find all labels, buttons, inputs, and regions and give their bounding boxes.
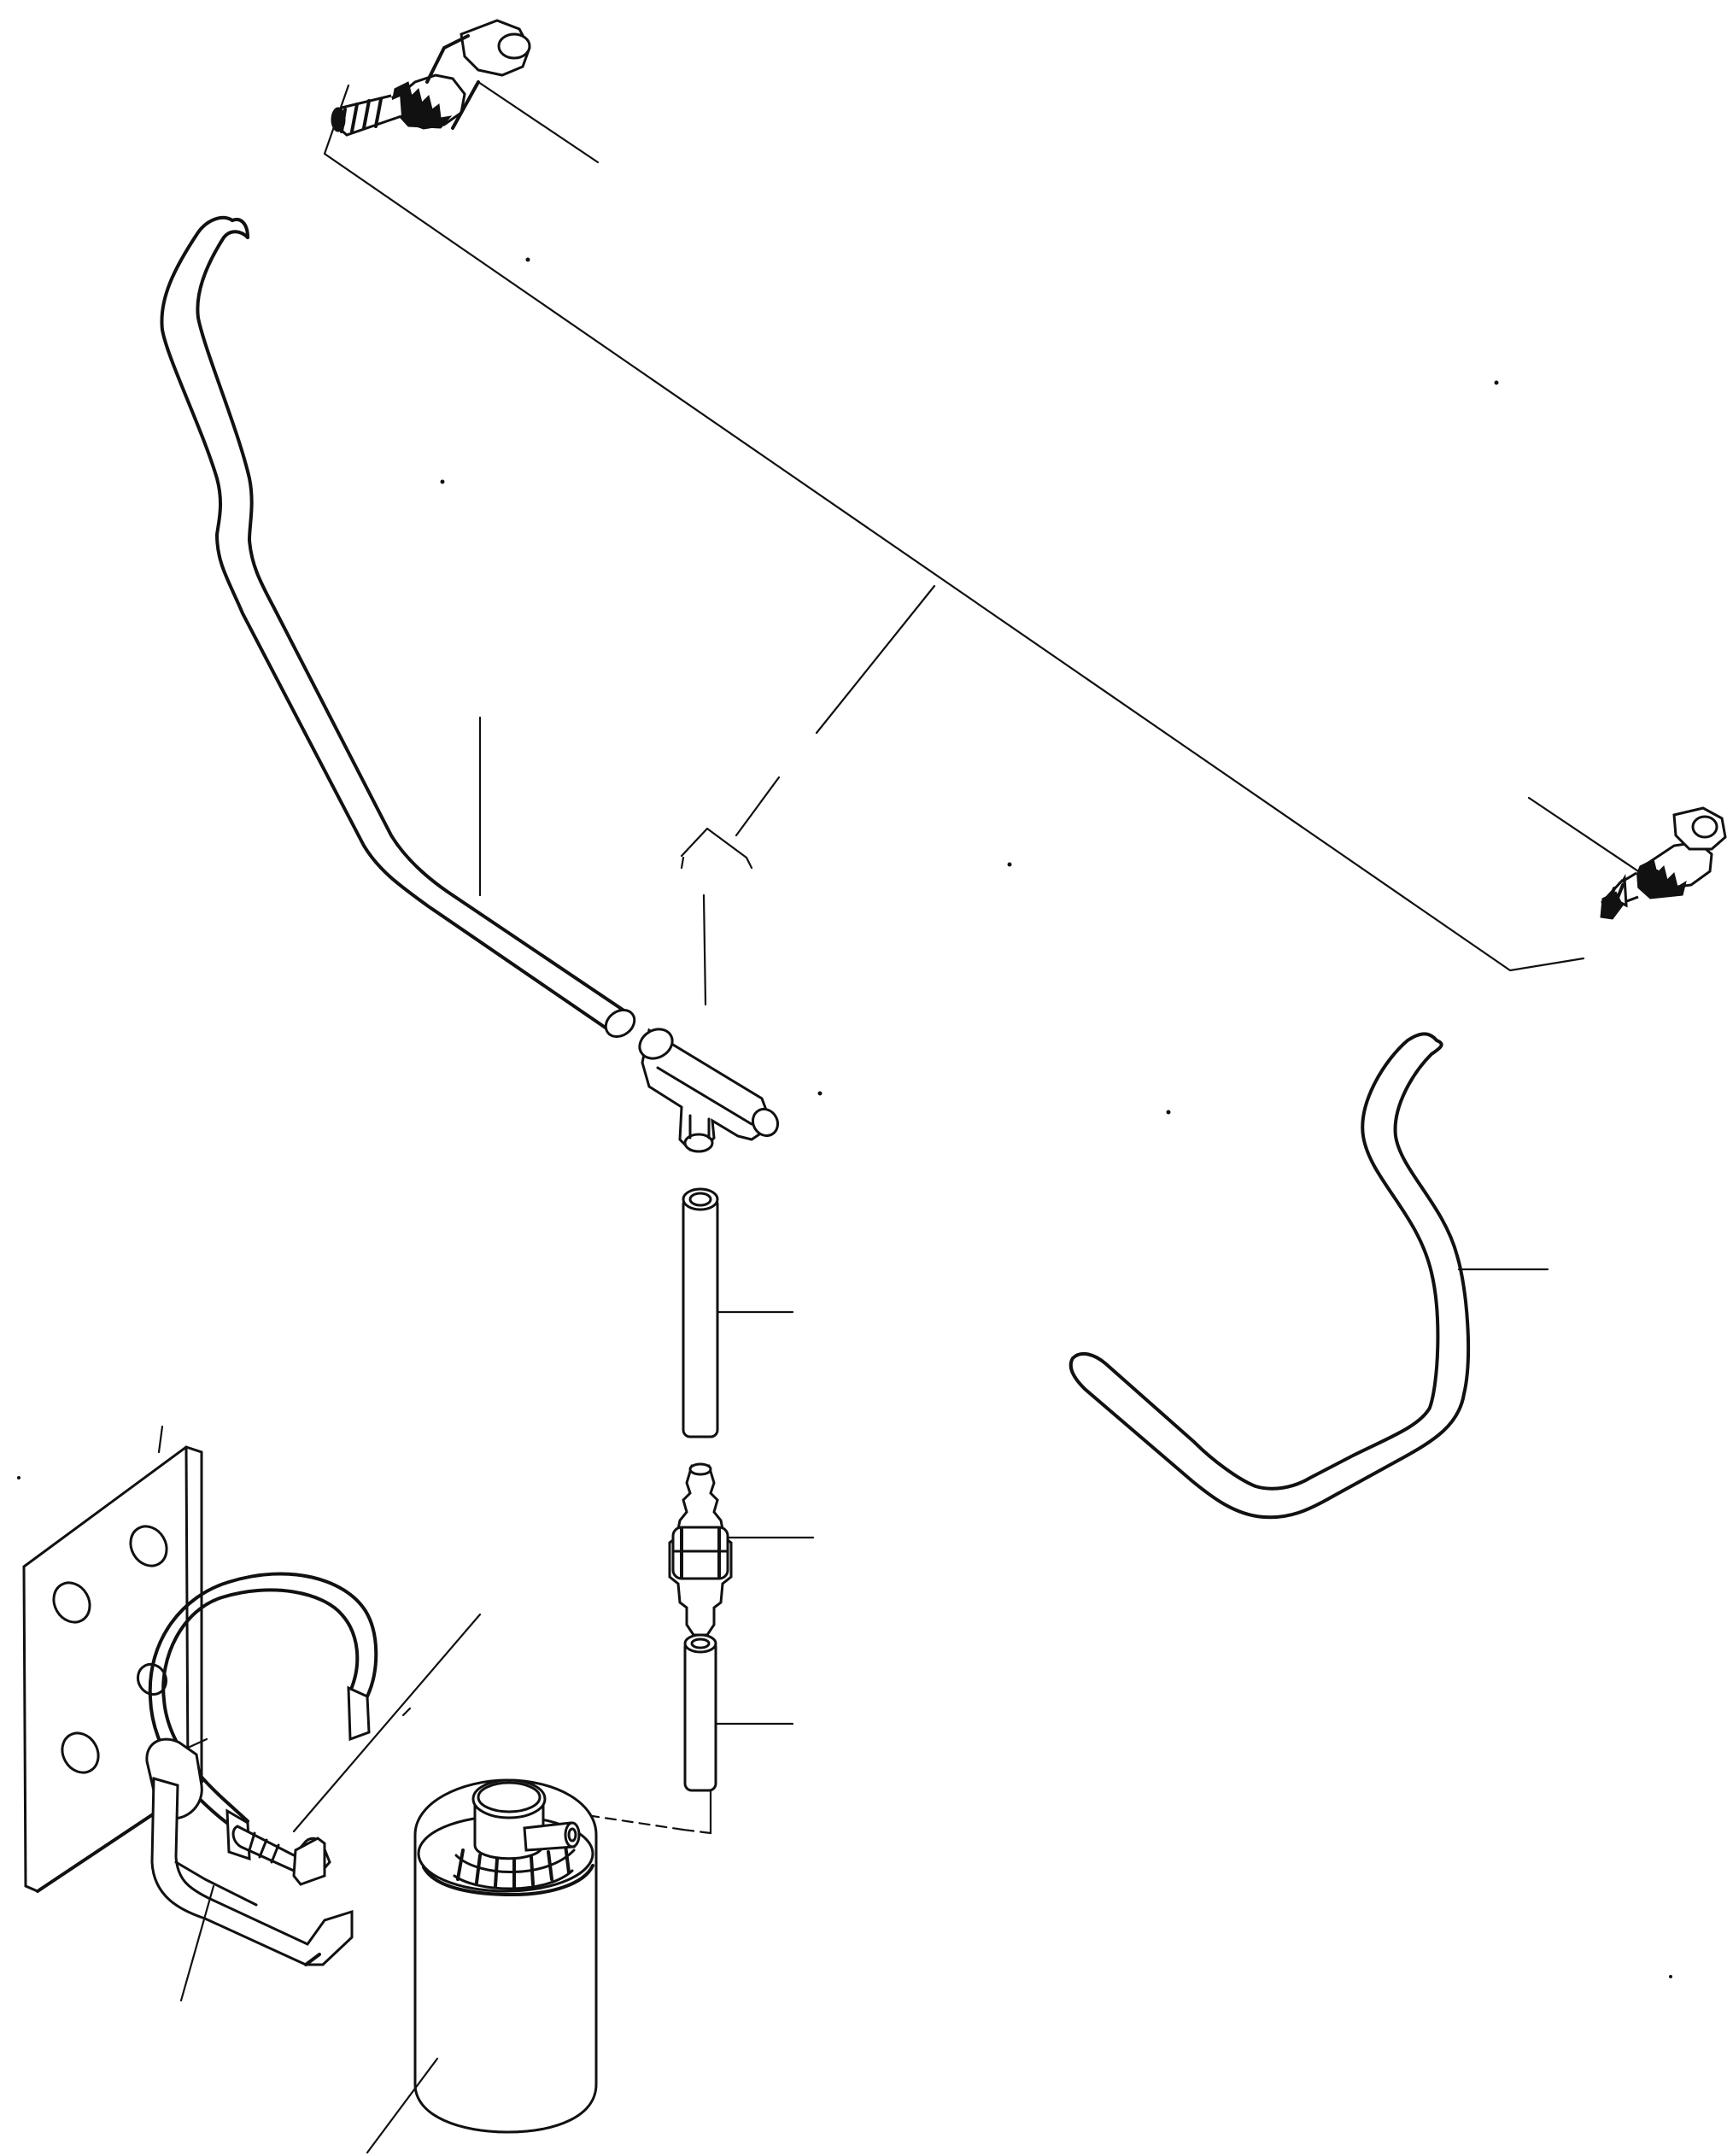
washer-hose-short-lower (579, 1633, 794, 1835)
nozzle-hose-barb (1600, 873, 1628, 920)
washer-fluid-tank (366, 1778, 598, 2154)
hose-tee-connector (638, 1028, 780, 1153)
washer-nozzle-left (331, 19, 600, 164)
scan-specks (17, 257, 1672, 1978)
washer-hose-short-upper (682, 1187, 794, 1438)
washer-nozzle-right (1527, 796, 1727, 920)
nozzle-hose-barb (331, 94, 397, 137)
leader-bracket-top (323, 84, 1585, 1006)
washer-hose-long (160, 215, 636, 1038)
washer-hose-curved-right (1068, 1032, 1549, 1520)
tank-mounting-bracket (145, 1737, 354, 2002)
bracket-bolt (231, 1613, 482, 1886)
tank-cap-ring (453, 1843, 576, 1890)
check-valve (668, 1462, 815, 1637)
pump-outlet-nozzle (523, 1821, 581, 1852)
